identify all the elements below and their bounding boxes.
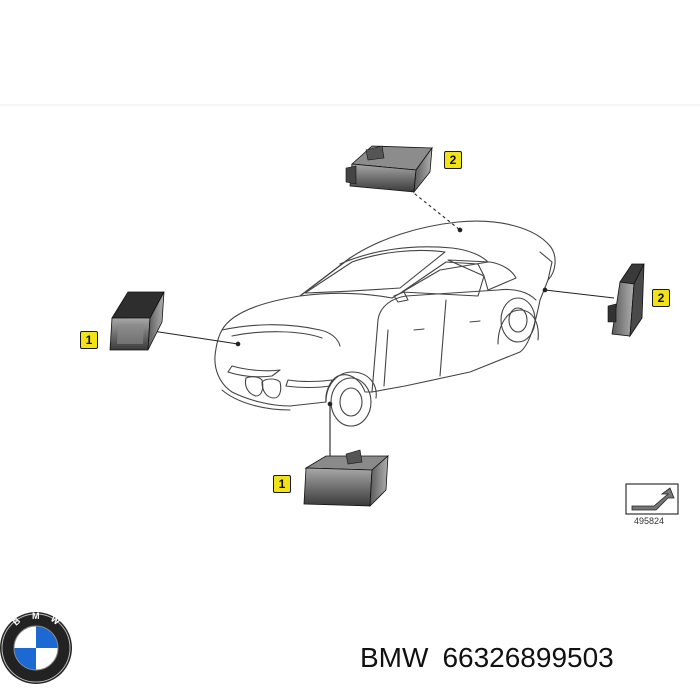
leader-top [409,189,461,231]
callout-rear-module: 2 [652,289,670,307]
brand-name: BMW [360,642,429,673]
front-left-radar-sensor [109,291,165,351]
callout-front-right-sensor: 1 [273,475,291,493]
view-direction-arrow-icon [625,483,679,515]
leader-rear [544,289,615,299]
leader-dot-rear [542,287,548,293]
callout-top-module: 2 [444,151,462,169]
rear-radar-sensor [607,263,645,338]
leader-dot-top [457,227,463,233]
svg-text:B: B [11,615,23,627]
car-outline [214,220,556,427]
leader-lines [145,189,615,466]
part-caption: BMW 66326899503 [360,642,614,674]
callout-front-left-sensor: 1 [80,331,98,349]
bmw-roundel-logo: B M W [0,611,72,684]
leader-dot-front-bottom [327,401,333,407]
svg-text:M: M [32,611,40,621]
leader-front-left [145,329,239,345]
top-control-module [345,145,433,194]
leader-dot-front-left [235,341,241,347]
reference-number: 495824 [633,516,665,526]
front-right-radar-sensor [303,449,390,508]
part-number: 66326899503 [442,642,614,673]
